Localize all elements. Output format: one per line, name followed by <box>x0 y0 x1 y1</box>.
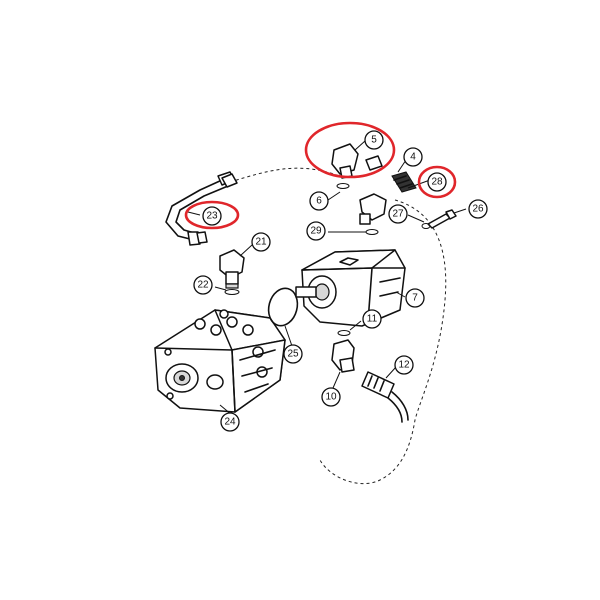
svg-text:4: 4 <box>410 152 416 163</box>
o-ring-6 <box>336 183 350 189</box>
gear-pump-7 <box>295 249 406 327</box>
svg-text:6: 6 <box>316 196 322 207</box>
svg-text:29: 29 <box>310 226 322 237</box>
bolt-26 <box>421 209 457 229</box>
svg-text:11: 11 <box>367 314 378 325</box>
highlight-ring-28 <box>417 165 457 199</box>
svg-text:27: 27 <box>392 209 404 220</box>
elbow-fitting-21 <box>219 249 245 295</box>
callout-5: 5 <box>364 130 384 150</box>
callout-11: 11 <box>362 309 382 329</box>
callout-27: 27 <box>388 204 408 224</box>
callout-25: 25 <box>283 344 303 364</box>
main-pump-body <box>154 309 286 413</box>
hose-12 <box>361 371 409 423</box>
svg-text:7: 7 <box>412 293 418 304</box>
elbow-fitting-10 <box>331 330 355 373</box>
svg-text:10: 10 <box>325 392 337 403</box>
callout-21: 21 <box>251 232 271 252</box>
highlight-ring-5 <box>304 121 396 179</box>
leader-lines <box>187 140 467 416</box>
svg-text:21: 21 <box>255 237 267 248</box>
callout-24: 24 <box>220 412 240 432</box>
svg-text:12: 12 <box>398 360 410 371</box>
callout-23: 23 <box>202 206 222 226</box>
svg-text:23: 23 <box>206 211 218 222</box>
callout-28: 28 <box>427 172 447 192</box>
svg-text:25: 25 <box>287 349 299 360</box>
svg-text:28: 28 <box>431 177 443 188</box>
svg-text:26: 26 <box>472 204 484 215</box>
callout-22: 22 <box>193 275 213 295</box>
svg-text:24: 24 <box>224 417 236 428</box>
callout-12: 12 <box>394 355 414 375</box>
callout-4: 4 <box>403 147 423 167</box>
callout-26: 26 <box>468 199 488 219</box>
callout-7: 7 <box>405 288 425 308</box>
gasket-ring <box>267 287 299 327</box>
callout-29: 29 <box>306 221 326 241</box>
highlight-ring-23 <box>184 200 240 230</box>
svg-text:22: 22 <box>197 280 209 291</box>
callout-6: 6 <box>309 191 329 211</box>
fitting-5 <box>331 143 383 179</box>
tube-assembly <box>165 171 238 246</box>
hose-end-4 <box>391 171 417 193</box>
callout-10: 10 <box>321 387 341 407</box>
svg-text:5: 5 <box>371 135 377 146</box>
elbow-fitting-upper <box>359 193 387 235</box>
